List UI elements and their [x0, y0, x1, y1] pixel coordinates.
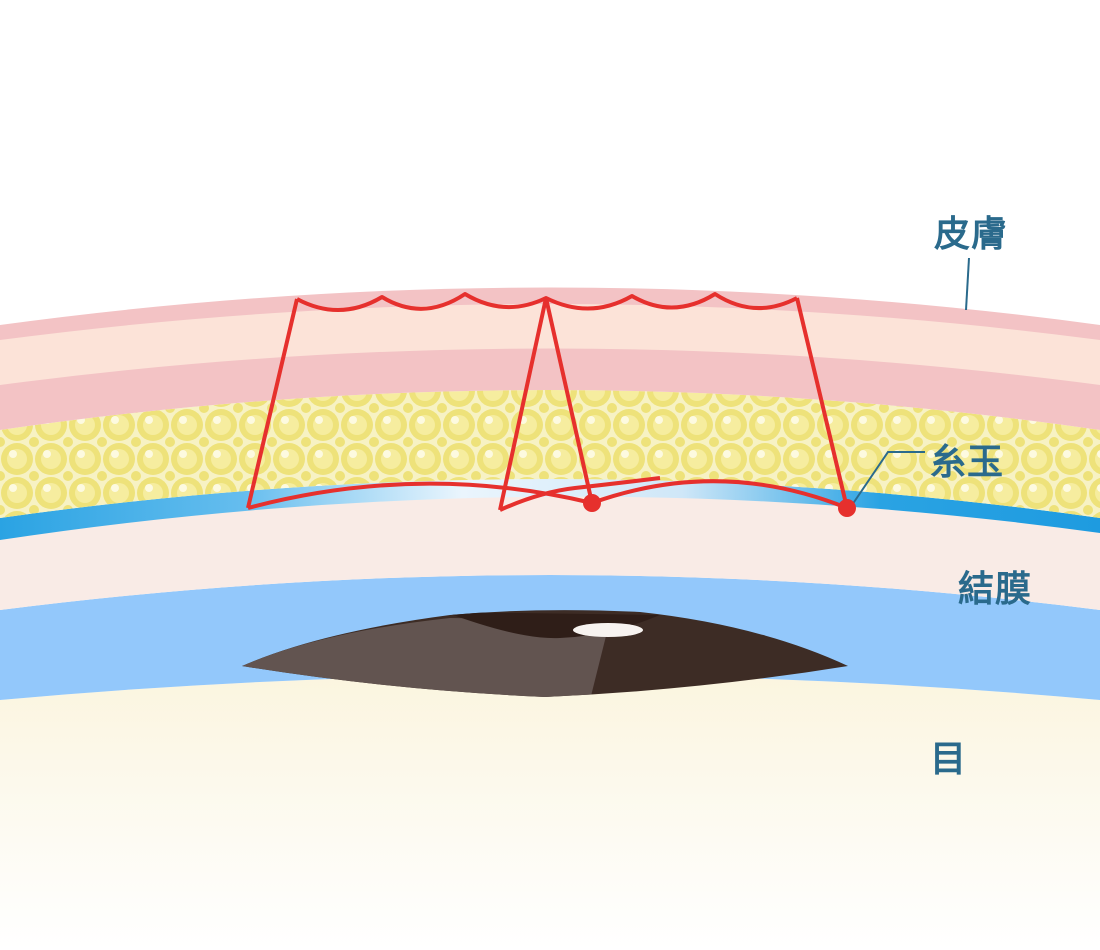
knot-label: 糸玉 — [930, 433, 1004, 485]
pupil-highlight — [573, 623, 643, 637]
conjunctiva-label: 結膜 — [958, 560, 1032, 612]
skin-leader-line — [966, 258, 969, 310]
eyeball — [0, 675, 1100, 950]
eye-label: 目 — [930, 730, 967, 782]
suture-knot-right — [838, 499, 856, 517]
suture-knot-center — [583, 494, 601, 512]
skin-label: 皮膚 — [934, 205, 1008, 257]
